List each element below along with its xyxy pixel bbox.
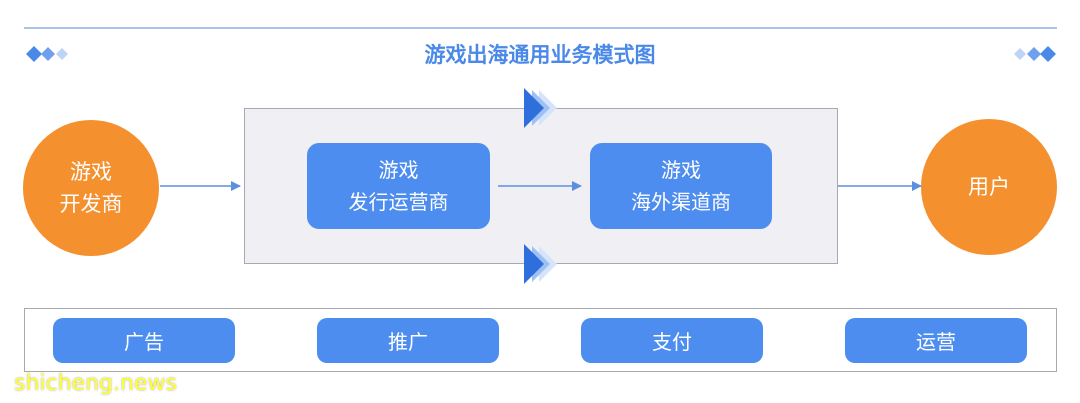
triangle-fade-icon	[524, 88, 557, 128]
node-game-publisher: 游戏 发行运营商	[307, 143, 490, 229]
service-promotion: 推广	[317, 318, 499, 363]
diamond-icon	[26, 46, 68, 62]
service-advertising: 广告	[53, 318, 235, 363]
node-game-developer-label: 游戏 开发商	[59, 160, 123, 216]
node-user-label: 用户	[968, 175, 1010, 199]
node-game-developer: 游戏 开发商	[23, 120, 159, 256]
service-operations: 运营	[845, 318, 1027, 363]
service-payment: 支付	[581, 318, 763, 363]
top-divider	[24, 27, 1057, 29]
watermark: shicheng.news	[14, 371, 177, 396]
diagram-title: 游戏出海通用业务模式图	[424, 43, 656, 67]
node-user: 用户	[921, 119, 1057, 255]
diamond-icon	[1014, 46, 1056, 62]
triangle-fade-icon	[524, 244, 557, 284]
node-overseas-channel: 游戏 海外渠道商	[590, 143, 772, 229]
